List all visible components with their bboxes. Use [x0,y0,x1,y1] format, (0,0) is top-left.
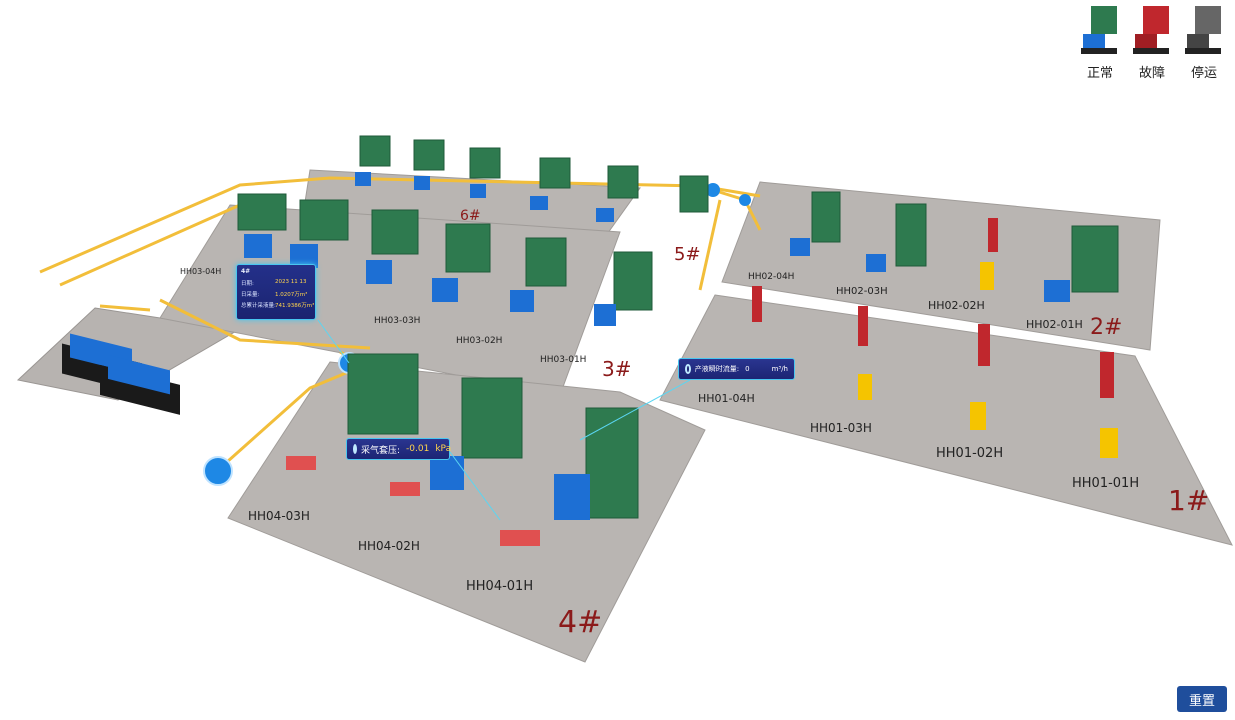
flow-tag[interactable]: 产液瞬时流量: 0 m³/h [678,358,795,380]
well-label: HH01-04H [698,392,755,405]
status-legend: 正常 故障 停运 [1077,4,1227,81]
well-label: HH01-01H [1072,476,1139,491]
sensor-dot-icon [685,364,691,374]
well-label: HH01-02H [936,446,1003,461]
tag-unit: kPa [435,444,452,454]
legend-item-fault[interactable]: 故障 [1129,4,1175,81]
station-label: 3# [602,357,631,381]
compressor-unit[interactable] [62,333,180,415]
well-label: HH03-02H [456,336,502,346]
well-label: HH02-02H [928,299,985,312]
tag-value: -0.01 [406,444,430,454]
reset-button[interactable]: 重置 [1177,686,1227,712]
info-row: 总累计采液量: 741.9386万m³ [241,301,315,309]
legend-label: 正常 [1086,66,1113,81]
well-label: HH03-03H [374,316,420,326]
info-label: 总累计采液量: [241,303,276,309]
well-label: HH03-04H [180,267,221,276]
sensor-dot-icon [353,444,357,454]
legend-item-stopped[interactable]: 停运 [1181,4,1227,81]
wellhead-units[interactable] [286,218,1118,546]
tank-row-3[interactable] [237,193,653,311]
well-label: HH02-01H [1026,318,1083,331]
station-label: 2# [1090,315,1122,340]
tag-label: 产液瞬时流量: [694,365,740,373]
callout-connectors [317,319,691,521]
tank-row-upper[interactable] [359,135,709,213]
unit-normal-icon [1081,6,1117,54]
tag-value: 0 [745,365,750,373]
station-info-panel: 4# 日期: 2023 11 13 日采量: 1.0207万m³ 总累计采液量:… [236,264,316,320]
info-title: 4# [241,268,251,275]
well-label: HH02-03H [836,286,888,297]
legend-label: 停运 [1190,66,1217,81]
info-row: 日采量: 1.0207万m³ [241,290,311,298]
info-row: 日期: 2023 11 13 [241,279,311,287]
pressure-tag[interactable]: 采气套压: -0.01 kPa [346,438,452,460]
info-value: 1.0207万m³ [275,292,308,298]
unit-stopped-icon [1185,6,1221,54]
legend-item-normal[interactable]: 正常 [1077,4,1123,81]
station-label: 1# [1168,484,1209,517]
tag-unit: m³/h [771,365,788,373]
tank-row-4[interactable] [347,353,639,519]
well-label: HH04-03H [248,509,310,523]
info-value: 2023 11 13 [275,279,307,285]
station-label: 6# [460,208,481,224]
tank-row-2[interactable] [811,191,1119,293]
station-label: 4# [558,605,602,640]
pump-units[interactable] [244,172,1070,520]
well-label: HH02-04H [748,272,794,282]
pipeline-node[interactable] [706,183,720,197]
unit-fault-icon [1133,6,1169,54]
station-label: 5# [674,244,701,265]
pipeline-node[interactable] [739,194,751,206]
well-label: HH01-03H [810,421,872,435]
info-label: 日期: [241,281,254,287]
well-label: HH04-02H [358,539,420,553]
info-value: 741.9386万m³ [275,303,315,309]
well-label: HH04-01H [466,579,533,594]
pipeline-node[interactable] [203,456,233,486]
info-label: 日采量: [241,292,260,298]
well-label: HH03-01H [540,355,586,365]
legend-label: 故障 [1138,66,1165,81]
tag-label: 采气套压: [361,445,401,456]
